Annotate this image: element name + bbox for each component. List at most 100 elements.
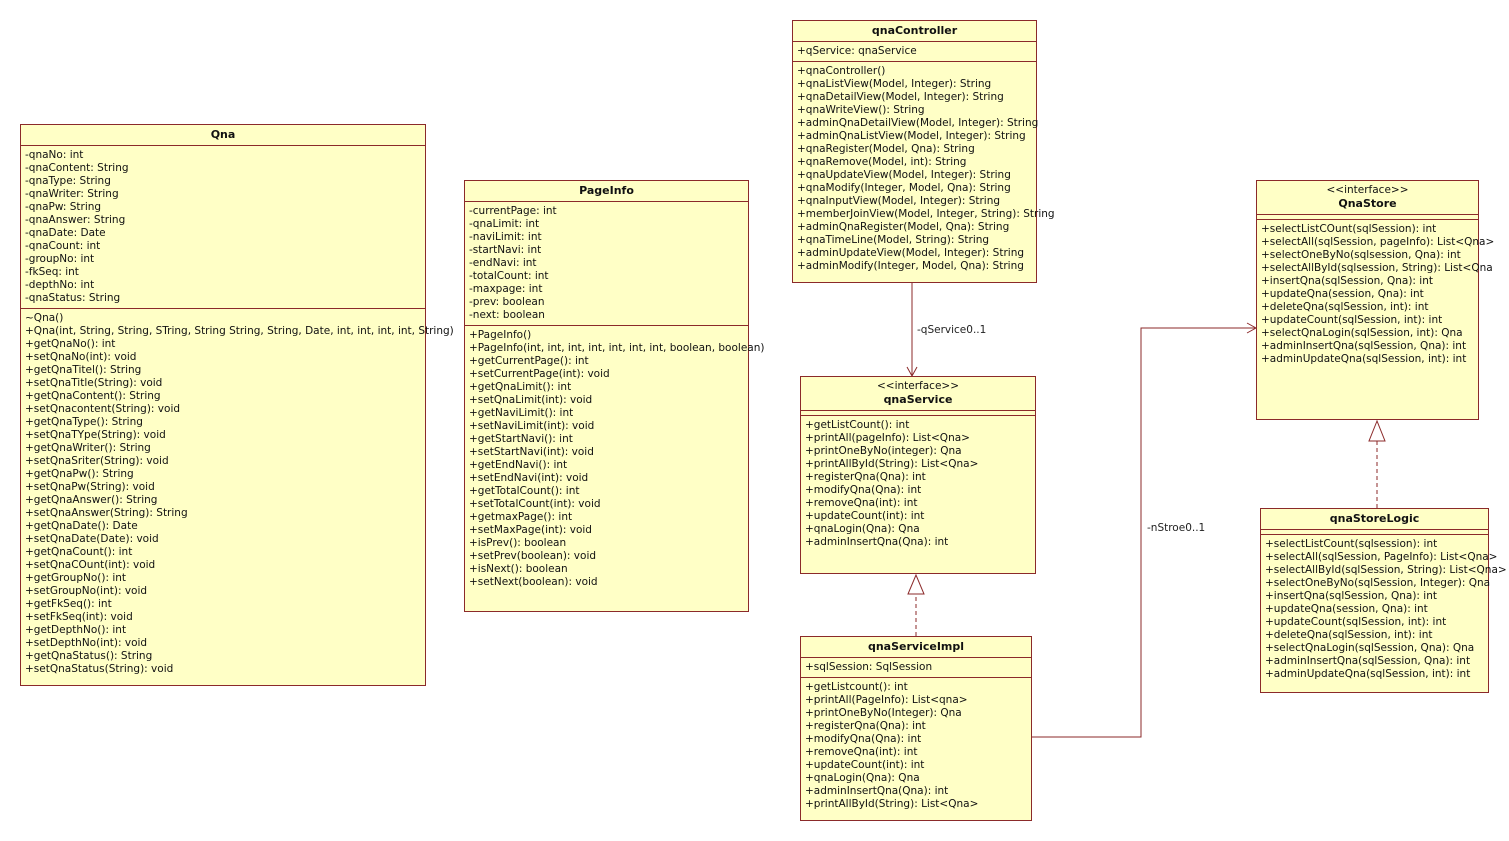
attribute-row: -maxpage: int (469, 283, 543, 295)
operation-row: +qnaDetailView(Model, Integer): String (797, 91, 1004, 103)
attribute-row: -qnaCount: int (25, 240, 101, 252)
operation-row: +getEndNavi(): int (469, 459, 568, 471)
class-box-qnaservice[interactable]: <<interface>> qnaService +getListCount()… (800, 376, 1036, 574)
operation-row: +setQnaTitle(String): void (25, 377, 163, 389)
operation-row: +getQnaDate(): Date (25, 520, 138, 532)
operation-row: +PageInfo() (469, 329, 532, 341)
operation-row: +updateCount(int): int (805, 510, 925, 522)
class-name: PageInfo (579, 184, 634, 197)
attribute-row: +qService: qnaService (797, 45, 917, 57)
attribute-row: -currentPage: int (469, 205, 557, 217)
operation-row: +registerQna(Qna): int (805, 720, 926, 732)
operation-row: +setQnaNo(int): void (25, 351, 137, 363)
attribute-row: -fkSeq: int (25, 266, 79, 278)
operation-row: +selectAllById(sqlSession, String): List… (1265, 564, 1507, 576)
class-name: qnaController (871, 24, 958, 37)
operation-row: +updateCount(sqlSession, int): int (1265, 616, 1447, 628)
operations-compartment: ~Qna()+Qna(int, String, String, STring, … (21, 308, 454, 679)
operation-row: +getGroupNo(): int (25, 572, 127, 584)
attribute-row: -startNavi: int (469, 244, 542, 256)
operation-row: +setQnaTYpe(String): void (25, 429, 166, 441)
class-name: qnaServiceImpl (867, 640, 965, 653)
attribute-row: -prev: boolean (469, 296, 545, 308)
operation-row: +getQnaWriter(): String (25, 442, 151, 454)
operation-row: +printAll(PageInfo): List<qna> (805, 694, 968, 706)
operation-row: +printAllById(String): List<Qna> (805, 798, 979, 810)
attribute-row: -qnaContent: String (25, 162, 129, 174)
operation-row: +qnaModify(Integer, Model, Qna): String (797, 182, 1011, 194)
operations-compartment: +selectListCOunt(sqlSession): int +select… (1257, 219, 1494, 369)
operation-row: +selectAllById(sqlsession, String): List… (1261, 262, 1493, 274)
operation-row: +getQnaNo(): int (25, 338, 116, 350)
class-name: qnaService (883, 393, 953, 406)
operation-row: +getCurrentPage(): int (469, 355, 589, 367)
class-box-qnacontroller[interactable]: qnaController +qService: qnaService +qna… (792, 20, 1055, 283)
operation-row: +removeQna(int): int (805, 746, 918, 758)
operation-row: +setQnaDate(Date): void (25, 533, 159, 545)
operation-row: +qnaController() (797, 65, 886, 77)
class-header: PageInfo (465, 181, 748, 202)
association-line-impl-store (1032, 327, 1256, 738)
operation-row: +deleteQna(sqlSession, int): int (1265, 629, 1433, 641)
class-stereotype: <<interface>> (876, 380, 960, 392)
operation-row: +setCurrentPage(int): void (469, 368, 610, 380)
class-header: <<interface>> qnaService (801, 377, 1035, 411)
operation-row: +isNext(): boolean (469, 563, 568, 575)
operation-row: +isPrev(): boolean (469, 537, 567, 549)
operation-row: +selectQnaLogin(sqlSession, Qna): Qna (1265, 642, 1475, 654)
attribute-row: -qnaWriter: String (25, 188, 119, 200)
operation-row: +adminInsertQna(sqlSession, Qna): int (1265, 655, 1471, 667)
operation-row: +setDepthNo(int): void (25, 637, 148, 649)
operation-row: +selectListCount(sqlsession): int (1265, 538, 1438, 550)
operation-row: +adminQnaRegister(Model, Qna): String (797, 221, 1010, 233)
operation-row: +getDepthNo(): int (25, 624, 127, 636)
operation-row: +setFkSeq(int): void (25, 611, 133, 623)
operation-row: +updateQna(session, Qna): int (1265, 603, 1428, 615)
operation-row: +setMaxPage(int): void (469, 524, 592, 536)
operation-row: +getQnaStatus(): String (25, 650, 153, 662)
operation-row: +setNext(boolean): void (469, 576, 598, 588)
operation-row: +updateQna(session, Qna): int (1261, 288, 1424, 300)
class-header: Qna (21, 125, 425, 146)
operation-row: +printAll(pageInfo): List<Qna> (805, 432, 970, 444)
attribute-row: -qnaAnswer: String (25, 214, 126, 226)
association-label-nstore: -nStroe0..1 (1147, 522, 1206, 534)
realization-triangle-service (907, 573, 925, 595)
class-box-qnastorelogic[interactable]: qnaStoreLogic +selectListCount(sqlsessio… (1260, 508, 1507, 693)
operation-row: +setNaviLimit(int): void (469, 420, 595, 432)
attribute-row: -qnaLimit: int (469, 218, 540, 230)
operation-row: +qnaInputView(Model, Integer): String (797, 195, 1001, 207)
attribute-row: -qnaDate: Date (25, 227, 106, 239)
operation-row: +updateCount(sqlSession, int): int (1261, 314, 1443, 326)
attributes-compartment: +sqlSession: SqlSession (801, 658, 1031, 677)
operation-row: +selectAll(sqlSession, PageInfo): List<Q… (1265, 551, 1498, 563)
operation-row: +selectListCOunt(sqlSession): int (1261, 223, 1437, 235)
operation-row: +getmaxPage(): int (469, 511, 573, 523)
operation-row: +getQnaType(): String (25, 416, 143, 428)
operations-compartment: +selectListCount(sqlsession): int+select… (1261, 534, 1507, 684)
class-name: qnaStoreLogic (1329, 512, 1420, 525)
operation-row: +getListcount(): int (805, 681, 908, 693)
operation-row: +PageInfo(int, int, int, int, int, int, … (469, 342, 765, 354)
operation-row: +getTotalCount(): int (469, 485, 580, 497)
operation-row: +selectOneByNo(sqlsession, Qna): int (1261, 249, 1461, 261)
operation-row: +adminInsertQna(Qna): int (805, 536, 949, 548)
operation-row: +getQnaAnswer(): String (25, 494, 158, 506)
attribute-row: -qnaType: String (25, 175, 111, 187)
operation-row: +getNaviLimit(): int (469, 407, 574, 419)
operation-row: +setQnaStatus(String): void (25, 663, 174, 675)
class-name: Qna (210, 128, 236, 141)
operation-row: +modifyQna(Qna): int (805, 733, 922, 745)
class-header: qnaController (793, 21, 1036, 42)
operation-row: +adminUpdateQna(sqlSession, int): int (1265, 668, 1471, 680)
operation-row: +selectQnaLogin(sqlSession, int): Qna (1261, 327, 1463, 339)
class-box-pageinfo[interactable]: PageInfo -currentPage: int-qnaLimit: int… (464, 180, 765, 612)
attribute-row: -qnaPw: String (25, 201, 102, 213)
class-box-qnaserviceimpl[interactable]: qnaServiceImpl +sqlSession: SqlSession +… (800, 636, 1032, 821)
operation-row: +adminInsertQna(sqlSession, Qna): int (1261, 340, 1467, 352)
attribute-row: -groupNo: int (25, 253, 95, 265)
attribute-row: -depthNo: int (25, 279, 95, 291)
class-box-qna[interactable]: Qna -qnaNo: int-qnaContent: String-qnaTy… (20, 124, 454, 686)
class-box-qnastore[interactable]: <<interface>> QnaStore +selectListCOunt(… (1256, 180, 1494, 420)
